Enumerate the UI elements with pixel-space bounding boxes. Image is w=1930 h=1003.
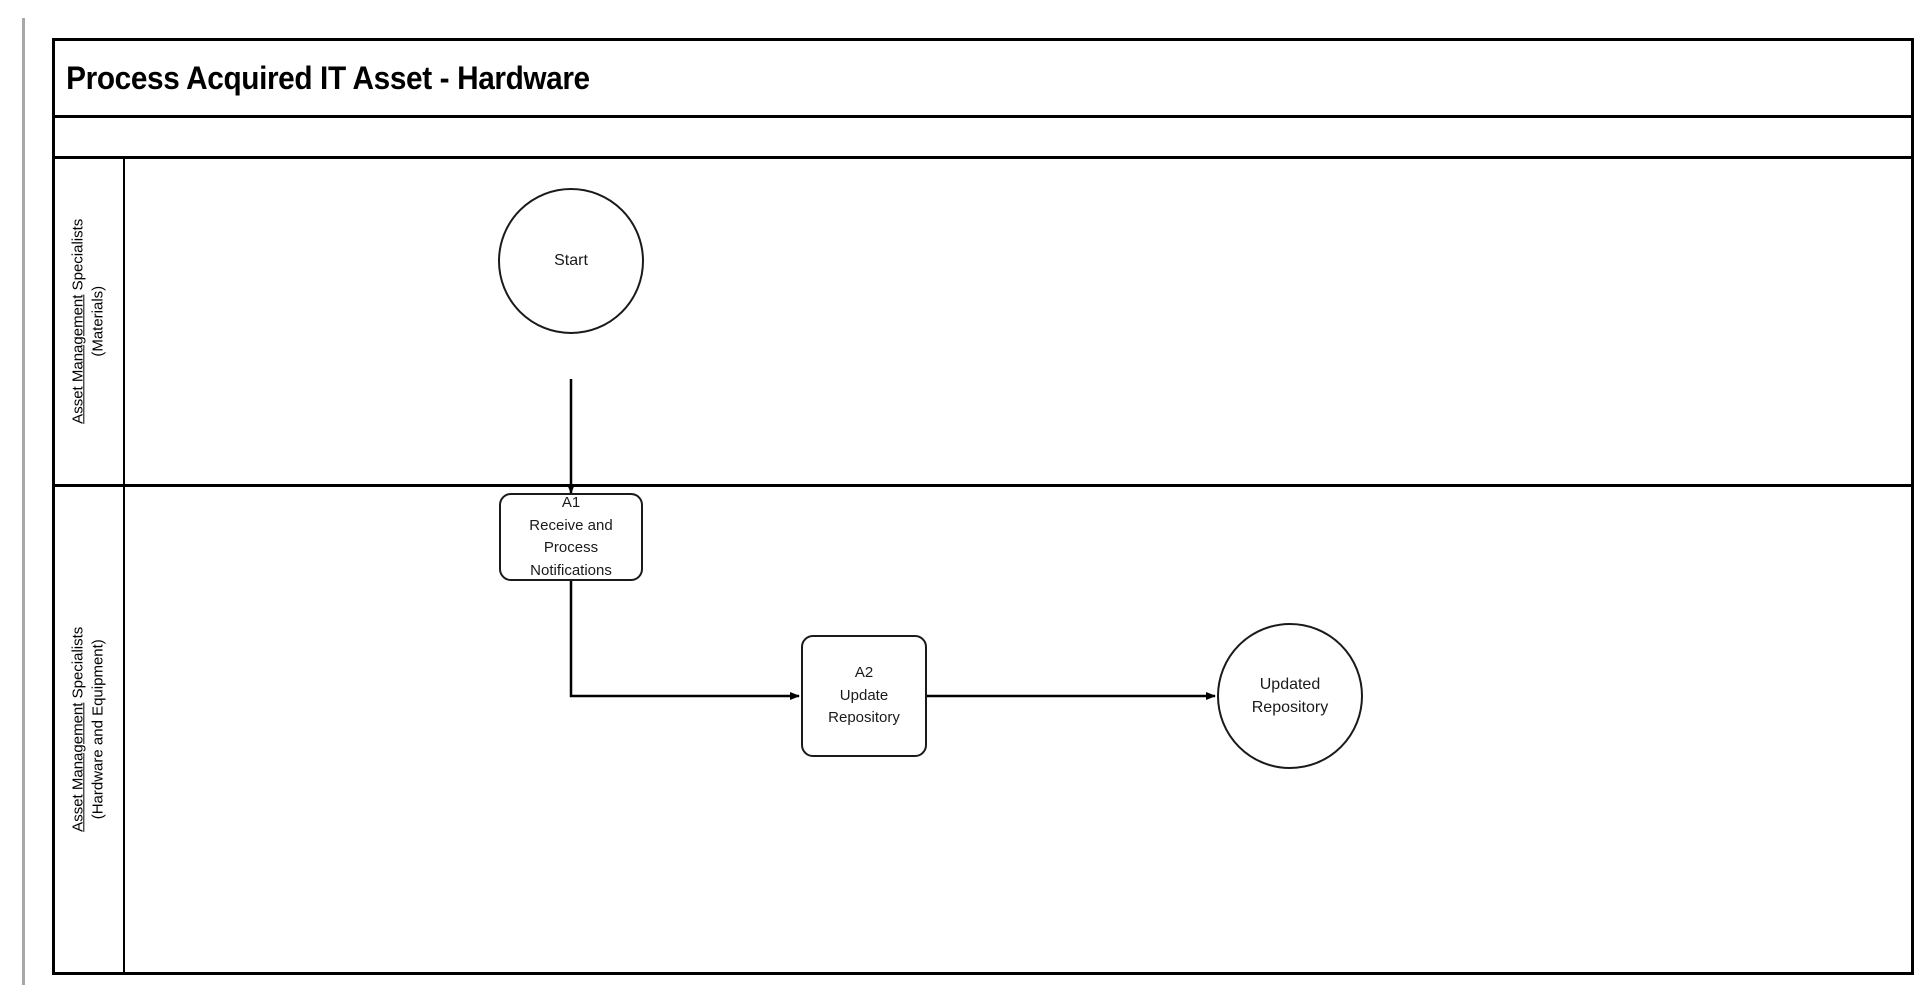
node-end[interactable]: Updated Repository: [1217, 623, 1363, 769]
connector-layer: [567, 379, 1216, 700]
swimlane-materials: Asset Management Specialists (Materials): [55, 159, 1911, 487]
swimlane-hardware: Asset Management Specialists (Hardware a…: [55, 487, 1911, 972]
page-title: Process Acquired IT Asset - Hardware: [66, 59, 590, 96]
node-a2[interactable]: A2 Update Repository: [801, 635, 927, 757]
connector-a1-to-a2: [569, 581, 800, 700]
pool-subheader-band: [55, 118, 1911, 159]
pool-title-band: Process Acquired IT Asset - Hardware: [55, 41, 1911, 118]
node-a1-label: A1 Receive and Process Notifications: [529, 494, 613, 579]
swimlane-pool: Process Acquired IT Asset - Hardware Ass…: [52, 38, 1914, 975]
node-start[interactable]: Start: [498, 188, 644, 334]
lane-label-cell-hardware: Asset Management Specialists (Hardware a…: [55, 487, 125, 972]
flow-layer: Start A1 Receive and Process Notificatio…: [55, 41, 1917, 978]
lanes-container: Asset Management Specialists (Materials)…: [55, 159, 1911, 975]
node-a2-label: A2 Update Repository: [828, 664, 900, 727]
lane-label-cell-materials: Asset Management Specialists (Materials): [55, 159, 125, 484]
node-end-label: Updated Repository: [1251, 675, 1329, 716]
node-start-label: Start: [554, 252, 588, 270]
node-a1[interactable]: A1 Receive and Process Notifications: [499, 493, 643, 581]
left-margin-rule: [22, 18, 25, 985]
